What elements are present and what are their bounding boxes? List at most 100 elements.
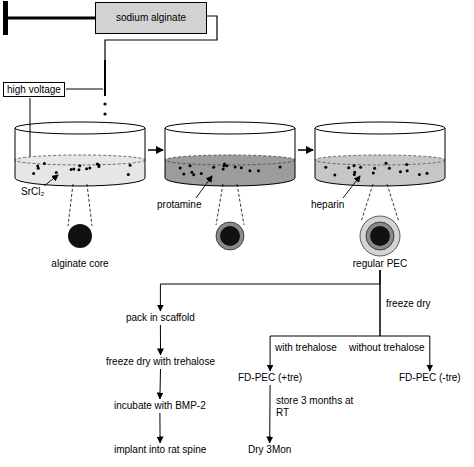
- bead-dot: [189, 164, 192, 167]
- bead-dot: [85, 167, 88, 170]
- bead-layer: [366, 222, 394, 250]
- dish-wall: [165, 128, 166, 178]
- bead-icon: [58, 214, 102, 258]
- flow-arrow: [160, 270, 380, 311]
- bead-dot: [55, 171, 58, 174]
- bead-node: regular PEC: [335, 214, 425, 269]
- bead-dot: [129, 164, 132, 167]
- dish-wall: [445, 128, 446, 178]
- bead-dot: [373, 167, 376, 170]
- solution: [315, 155, 445, 186]
- flow-arrow: [160, 325, 161, 355]
- dish-wall: [295, 128, 296, 178]
- voltage-box: high voltage: [3, 82, 65, 97]
- node-text: implant into rat spine: [114, 444, 206, 456]
- leader-line: [196, 176, 212, 198]
- bead-dot: [97, 165, 100, 168]
- bead-layer: [68, 224, 92, 248]
- annotation-label: heparin: [310, 199, 345, 211]
- dish-wall: [315, 128, 316, 178]
- plunger-thumb: [3, 1, 8, 35]
- bead-dot: [43, 162, 46, 165]
- bead-layer: [360, 216, 400, 256]
- process-step: Dry 3Mon: [247, 444, 292, 456]
- leader-line: [343, 176, 360, 198]
- plunger-rod: [8, 17, 96, 20]
- bead-dot: [190, 171, 193, 174]
- dish-rim: [165, 122, 295, 134]
- middle-bead: [216, 222, 244, 250]
- process-step: freeze dry with trehalose: [105, 356, 216, 368]
- zoom-line: [361, 184, 373, 222]
- bead-dot: [37, 167, 40, 170]
- liquid-surface: [165, 155, 295, 165]
- bead-dot: [200, 172, 203, 175]
- bead-dot: [333, 173, 336, 176]
- edge-label: with trehalose: [274, 342, 338, 354]
- node-text: regular PEC: [335, 258, 425, 269]
- bead-dot: [248, 169, 251, 172]
- edge-label: store 3 months at RT: [275, 395, 355, 419]
- bead-dot: [257, 169, 260, 172]
- droplet: [103, 112, 106, 115]
- bead-dot: [223, 163, 226, 166]
- step-arrow: [148, 149, 163, 151]
- bead-dot: [77, 168, 80, 171]
- bead-dot: [347, 166, 350, 169]
- bead-dot: [399, 170, 402, 173]
- dish-wall: [145, 128, 146, 178]
- flow-arrow: [159, 413, 160, 443]
- bead-dot: [418, 173, 421, 176]
- annotation-label: SrCl₂: [20, 186, 45, 198]
- node-text: freeze dry with trehalose: [106, 356, 215, 368]
- leader-lines: [44, 175, 360, 198]
- zoom-line: [387, 184, 399, 222]
- liquid-surface: [315, 155, 445, 165]
- dish-wall: [15, 128, 16, 178]
- bead-dot: [212, 166, 215, 169]
- bead-dot: [192, 173, 195, 176]
- bead-dot: [406, 169, 409, 172]
- bead-dot: [353, 164, 356, 167]
- process-step: implant into rat spine: [113, 444, 207, 456]
- bead-layer: [370, 226, 390, 246]
- bead-dot: [405, 163, 408, 166]
- bead-dot: [179, 166, 182, 169]
- process-step: pack in scaffold: [125, 312, 196, 324]
- bead-dot: [385, 162, 388, 165]
- node-text: alginate core: [35, 258, 125, 269]
- node-text: FD-PEC (-tre): [399, 372, 461, 384]
- bead-dot: [222, 167, 225, 170]
- beads-in-dish: [32, 162, 428, 177]
- annotation-label: protamine: [156, 199, 202, 211]
- annotation-label: freeze dry: [385, 298, 431, 310]
- bead-dot: [182, 173, 185, 176]
- dish-rim: [15, 122, 145, 134]
- node-text: FD-PEC (+tre): [238, 372, 302, 384]
- wire: [66, 89, 103, 90]
- node-text: sodium alginate: [116, 12, 186, 24]
- bead-dot: [279, 165, 282, 168]
- step-arrows: [148, 149, 313, 151]
- process-step: FD-PEC (-tre): [398, 372, 462, 384]
- dish-bottom: [315, 178, 445, 186]
- liquid-surface: [15, 155, 145, 165]
- leader-line: [44, 175, 58, 186]
- syringe: [3, 1, 217, 116]
- bead-dot: [32, 172, 35, 175]
- zoom-line: [216, 184, 223, 225]
- bead-dot: [426, 172, 429, 175]
- droplet: [103, 102, 106, 105]
- bead-dot: [78, 164, 81, 167]
- flow-arrow: [380, 270, 430, 371]
- solution: [165, 155, 295, 186]
- step-arrow: [298, 149, 313, 151]
- bead-dot: [234, 166, 237, 169]
- syringe-barrel: sodium alginate: [95, 2, 207, 34]
- solution: [15, 155, 145, 186]
- bead-node: alginate core: [35, 214, 125, 269]
- process-step: FD-PEC (+tre): [237, 372, 303, 384]
- flow-arrow: [159, 369, 161, 399]
- node-text: Dry 3Mon: [248, 444, 291, 456]
